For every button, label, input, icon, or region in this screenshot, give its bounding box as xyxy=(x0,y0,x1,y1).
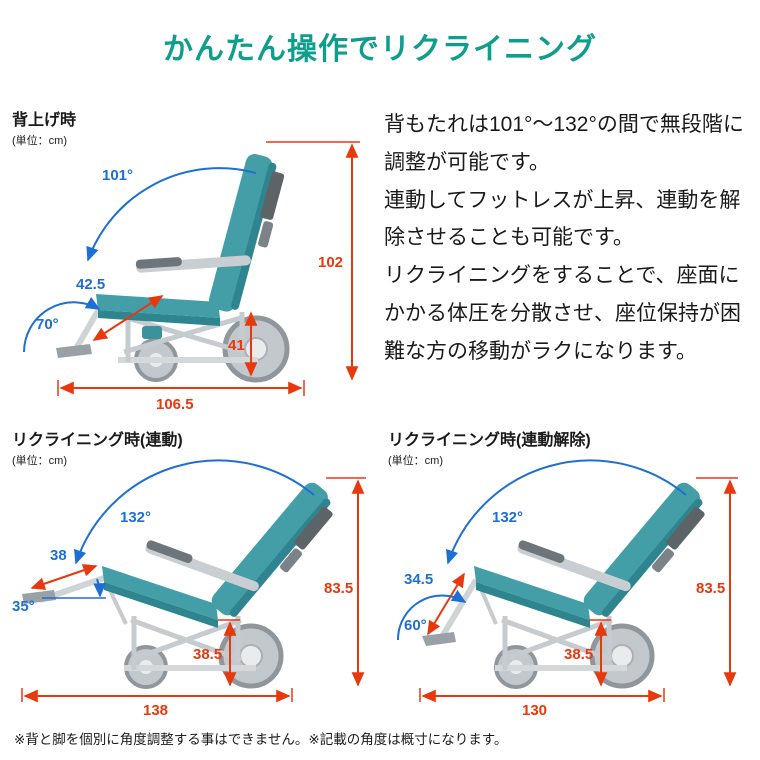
description-text: 背もたれは101°〜132°の間で無段階に調整が可能です。 連動してフットレスが… xyxy=(372,102,756,414)
diagram-recline-linked-head: リクライニング時(連動) (単位：cm) xyxy=(12,426,183,468)
height-value: 83.5 xyxy=(696,580,725,597)
diagram-back-raised-head: 背上げ時 (単位：cm) xyxy=(12,106,76,148)
back-raised-dimensions: 101° 102 42.5 70° 41 106.5 xyxy=(23,141,360,413)
diagram-recline-linked-label: リクライニング時(連動) xyxy=(12,432,183,449)
back-angle-value: 132° xyxy=(492,509,523,526)
length-value: 138 xyxy=(143,702,168,719)
footrest-length-line xyxy=(427,572,465,636)
seat-cushion xyxy=(102,566,218,620)
wheelchair-reclined-linked xyxy=(22,482,333,689)
back-raised-drawing: 101° 102 42.5 70° 41 106.5 xyxy=(23,141,360,413)
description-paragraph-3: リクライニングをすることで、座面にかかる体圧を分散させ、座位保持が困難な方の移動… xyxy=(384,264,741,363)
front-angle-value: 60° xyxy=(404,617,427,634)
front-angle-arc xyxy=(396,589,467,641)
backrest-cushion xyxy=(208,154,285,312)
length-value: 130 xyxy=(522,702,547,719)
seat-depth-line xyxy=(92,295,164,341)
front-angle-arc xyxy=(23,297,101,353)
recline-linked-dimensions: 132° 38 35° 83.5 38.5 138 xyxy=(12,459,366,719)
description-paragraph-1: 背もたれは101°〜132°の間で無段階に調整が可能です。 xyxy=(384,113,744,174)
diagram-back-raised: 背上げ時 (単位：cm) xyxy=(4,102,372,414)
armrest xyxy=(135,255,251,273)
recline-unlinked-drawing: 132° 34.5 60° 83.5 38.5 130 xyxy=(396,459,738,719)
height-value: 102 xyxy=(318,254,343,271)
description-paragraph-2: 連動してフットレスが上昇、連動を解除させることも可能です。 xyxy=(384,188,741,250)
footrest-length-value: 34.5 xyxy=(404,571,433,588)
recline-unlinked-dimensions: 132° 34.5 60° 83.5 38.5 130 xyxy=(396,459,738,719)
footplate xyxy=(56,344,92,358)
back-angle-arc xyxy=(445,459,687,565)
backrest-cushion xyxy=(211,482,333,617)
diagram-recline-unlinked-label: リクライニング時(連動解除) xyxy=(388,432,591,449)
bottom-section: リクライニング時(連動) (単位：cm) xyxy=(0,422,760,720)
page-title: かんたん操作でリクライニング xyxy=(163,33,597,66)
footplate xyxy=(22,590,56,604)
seat-cushion xyxy=(474,566,590,620)
diagram-back-raised-label: 背上げ時 xyxy=(12,112,77,129)
height-value: 83.5 xyxy=(324,580,353,597)
frame-cross-brace xyxy=(501,617,613,663)
seat-height-value: 41 xyxy=(228,337,245,354)
wheelchair-side-view xyxy=(56,154,290,383)
diagram-recline-linked-unit: (単位：cm) xyxy=(12,455,67,467)
footrest-length-line xyxy=(30,564,98,590)
top-section: 背上げ時 (単位：cm) xyxy=(0,102,760,414)
back-angle-value: 101° xyxy=(102,167,133,184)
seat-height-value: 38.5 xyxy=(193,646,222,663)
length-value: 106.5 xyxy=(156,396,194,413)
footplate xyxy=(422,632,456,646)
footnote: ※背と脚を個別に角度調整する事はできません。※記載の角度は概寸になります。 xyxy=(14,732,508,747)
back-angle-arc xyxy=(73,459,315,565)
footrest-length-value: 38 xyxy=(50,547,67,564)
footrest-angle-arc xyxy=(93,578,107,598)
frame-cross-brace xyxy=(130,617,242,663)
backrest-cushion xyxy=(583,482,705,617)
diagram-recline-unlinked-unit: (単位：cm) xyxy=(388,455,443,467)
diagram-recline-linked: リクライニング時(連動) (単位：cm) xyxy=(4,422,380,720)
seat-height-value: 38.5 xyxy=(564,646,593,663)
front-angle-value: 70° xyxy=(36,316,59,333)
diagram-recline-unlinked-head: リクライニング時(連動解除) (単位：cm) xyxy=(388,426,591,468)
footrest-hanger xyxy=(437,578,479,642)
recline-linked-drawing: 132° 38 35° 83.5 38.5 138 xyxy=(12,459,366,719)
back-angle-value: 132° xyxy=(120,509,151,526)
diagram-back-raised-unit: (単位：cm) xyxy=(12,135,67,147)
under-seat-pouch xyxy=(142,326,162,339)
diagram-recline-unlinked: リクライニング時(連動解除) (単位：cm) xyxy=(380,422,756,720)
seat-depth-value: 42.5 xyxy=(76,276,105,293)
armrest xyxy=(145,540,259,592)
back-angle-arc xyxy=(86,167,257,262)
armrest xyxy=(517,540,631,592)
footrest-angle-value: 35° xyxy=(12,598,35,615)
